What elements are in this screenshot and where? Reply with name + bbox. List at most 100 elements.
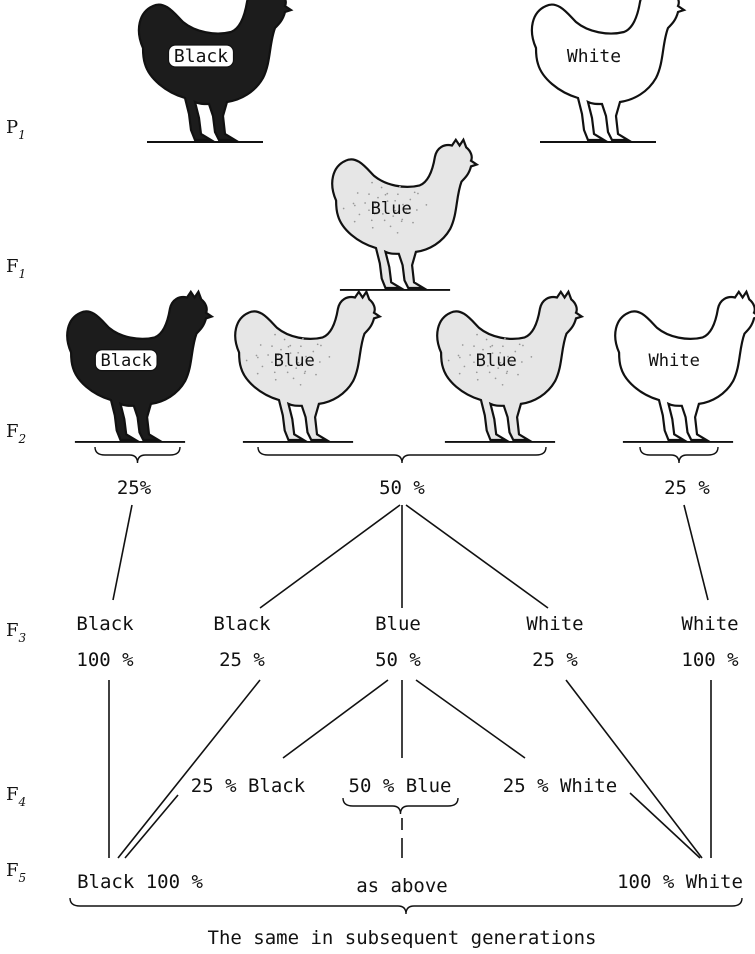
speckle-dot [397,193,399,196]
f4-black-label: 25 % Black [191,775,306,797]
speckle-dot [296,358,298,361]
f3-black-split-pct: 25 % [219,649,265,671]
speckle-dot [393,206,395,209]
speckle-dot [289,352,292,354]
speckle-dot [458,372,461,375]
speckle-dot [399,185,401,188]
speckle-dot [342,207,345,210]
bottom-brace [69,897,743,915]
speckle-dot [245,359,248,362]
line-f2black-f3black [112,504,133,601]
speckle-dot [507,355,509,358]
f4-white-label: 25 % White [503,775,617,797]
speckle-dot [405,211,408,214]
speckle-dot [297,361,300,364]
f4-blue-label: 50 % Blue [349,775,452,797]
speckle-dot [286,371,289,374]
speckle-dot [305,355,307,358]
plumage-label: White [648,351,699,371]
speckle-dot [476,378,479,381]
speckle-dot [287,345,290,348]
speckle-dot [277,354,279,357]
speckle-dot [271,361,273,364]
speckle-dot [276,364,279,367]
f3-white-split-color: White [526,613,583,635]
speckle-dot [475,371,478,374]
generation-label-f1: F1 [6,256,26,281]
f2-blue-brace [257,446,547,464]
hen-silhouette-icon [137,0,293,142]
speckle-dot [312,350,315,353]
speckle-dot [386,200,389,202]
speckle-dot [510,363,513,366]
plumage-label-badge [167,44,235,68]
speckle-dot [461,344,464,346]
f2-ratio-white: 25 % [664,477,710,499]
speckle-dot [299,383,302,386]
speckle-dot [458,356,461,359]
line-f3blue-f4black [282,679,389,759]
speckle-dot [261,365,264,368]
plumage-label: Black [174,46,228,67]
speckle-dot [377,196,379,199]
speckle-dot [400,220,403,223]
speckle-dot [417,192,419,195]
diagram-caption: The same in subsequent generations [208,927,597,949]
generation-subscript: 3 [19,631,27,645]
f5-white-label: 100 % White [617,871,743,893]
f3-blue-split-color: Blue [375,613,421,635]
speckle-dot [255,354,258,357]
generation-subscript: 1 [18,128,26,142]
generation-letter: P [6,117,18,138]
f5-middle-label: as above [356,875,448,897]
f3-blue-split-pct: 50 % [375,649,421,671]
speckle-dot [304,370,307,373]
speckle-dot [488,371,491,374]
speckle-dot [259,344,262,346]
speckle-dot [280,348,282,351]
speckle-dot [396,231,399,234]
line-f4white-f5white [629,792,701,859]
line-f3blue-f4white [415,679,526,759]
speckle-dot [319,361,321,363]
speckle-dot [494,377,497,380]
plumage-label-badge [94,349,158,372]
speckle-dot [386,192,389,195]
speckle-dot [486,365,489,367]
speckle-dot [514,350,517,353]
speckle-dot [491,352,494,354]
f5-black-label: Black 100 % [77,871,203,893]
f3-white-pure-color: White [681,613,738,635]
speckle-dot [504,337,506,340]
f2-blue-hen-1: Blue [234,290,381,443]
plumage-label: Black [100,351,152,371]
speckle-dot [302,337,304,340]
speckle-dot [308,363,311,366]
speckle-dot [457,354,460,357]
speckle-dot [283,338,286,341]
speckle-dot [478,364,481,367]
speckle-dot [491,344,494,347]
f2-black-hen: Black [66,290,213,443]
generation-subscript: 1 [19,267,27,281]
speckle-dot [517,373,519,376]
speckle-dot [463,365,466,368]
speckle-dot [315,373,317,376]
speckle-dot [364,202,366,204]
speckle-dot [303,372,306,375]
generation-letter: F [6,256,19,277]
speckle-dot [284,365,287,367]
f4-blue-brace [342,797,459,815]
generation-letter: F [6,421,19,442]
line-f4black-f5black [124,794,179,859]
speckle-dot [469,354,471,356]
speckle-dot [482,348,484,351]
speckle-dot [353,204,356,207]
line-f3whitesplit-f5white [565,679,703,859]
speckle-dot [413,191,416,194]
speckle-dot [273,371,276,374]
speckle-dot [274,333,276,336]
generation-label-p1: P1 [6,117,26,142]
plumage-label: Blue [274,351,315,371]
speckle-dot [373,212,376,215]
